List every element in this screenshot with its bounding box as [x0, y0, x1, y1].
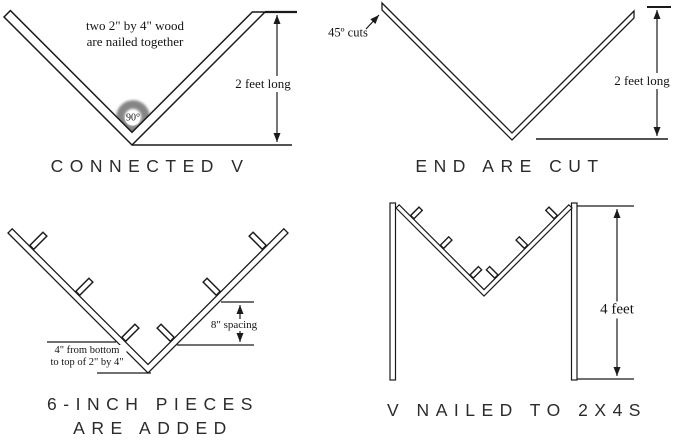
- connected-v-title: CONNECTED V: [50, 156, 250, 176]
- offset-label: 4" from bottom to top of 2" by 4": [47, 345, 127, 369]
- connected-v-note: two 2" by 4" wood are nailed together: [86, 18, 184, 50]
- ends-are-cut-dimension-label: 2 feet long: [611, 73, 673, 89]
- connected-v-diagram: [2, 9, 297, 147]
- cut-callout-label: 45º cuts: [328, 25, 368, 40]
- left-2x4-post: [389, 202, 397, 381]
- cross-pieces-left: [28, 231, 140, 343]
- offset-label-line2: to top of 2" by 4": [50, 357, 124, 368]
- cross-pieces-right: [156, 231, 268, 343]
- six-inch-pieces-title-line2: ARE ADDED: [73, 418, 233, 438]
- connected-v-note-line1: two 2" by 4" wood: [85, 18, 185, 33]
- right-2x4-post: [570, 202, 578, 381]
- cross-pieces-right: [485, 206, 559, 280]
- cross-pieces-left: [409, 206, 483, 280]
- cut-v-shape: [381, 1, 635, 141]
- v-nailed-diagram: [389, 202, 634, 381]
- right-angle-label: 90°: [126, 112, 140, 124]
- offset-label-line1: 4" from bottom: [54, 345, 120, 356]
- right-angle-ring: [116, 100, 150, 134]
- six-inch-pieces-title: 6-INCH PIECES ARE ADDED: [47, 392, 259, 440]
- ends-are-cut-title: END ARE CUT: [415, 156, 605, 176]
- connected-v-note-line2: are nailed together: [86, 34, 184, 49]
- ends-are-cut-diagram: [365, 1, 671, 141]
- v-nailed-title: V NAILED TO 2X4S: [387, 400, 647, 420]
- spacing-label: 8" spacing: [207, 319, 261, 331]
- cut-callout-arrow: [365, 14, 380, 30]
- v-nailed-dimension-label: 4 feet: [597, 301, 637, 319]
- v-shape: [395, 203, 573, 297]
- six-inch-pieces-title-line1: 6-INCH PIECES: [47, 394, 259, 414]
- six-inch-pieces-diagram: [7, 227, 289, 374]
- connected-v-dimension-label: 2 feet long: [232, 76, 294, 92]
- angle-label-backdrop: [125, 110, 140, 126]
